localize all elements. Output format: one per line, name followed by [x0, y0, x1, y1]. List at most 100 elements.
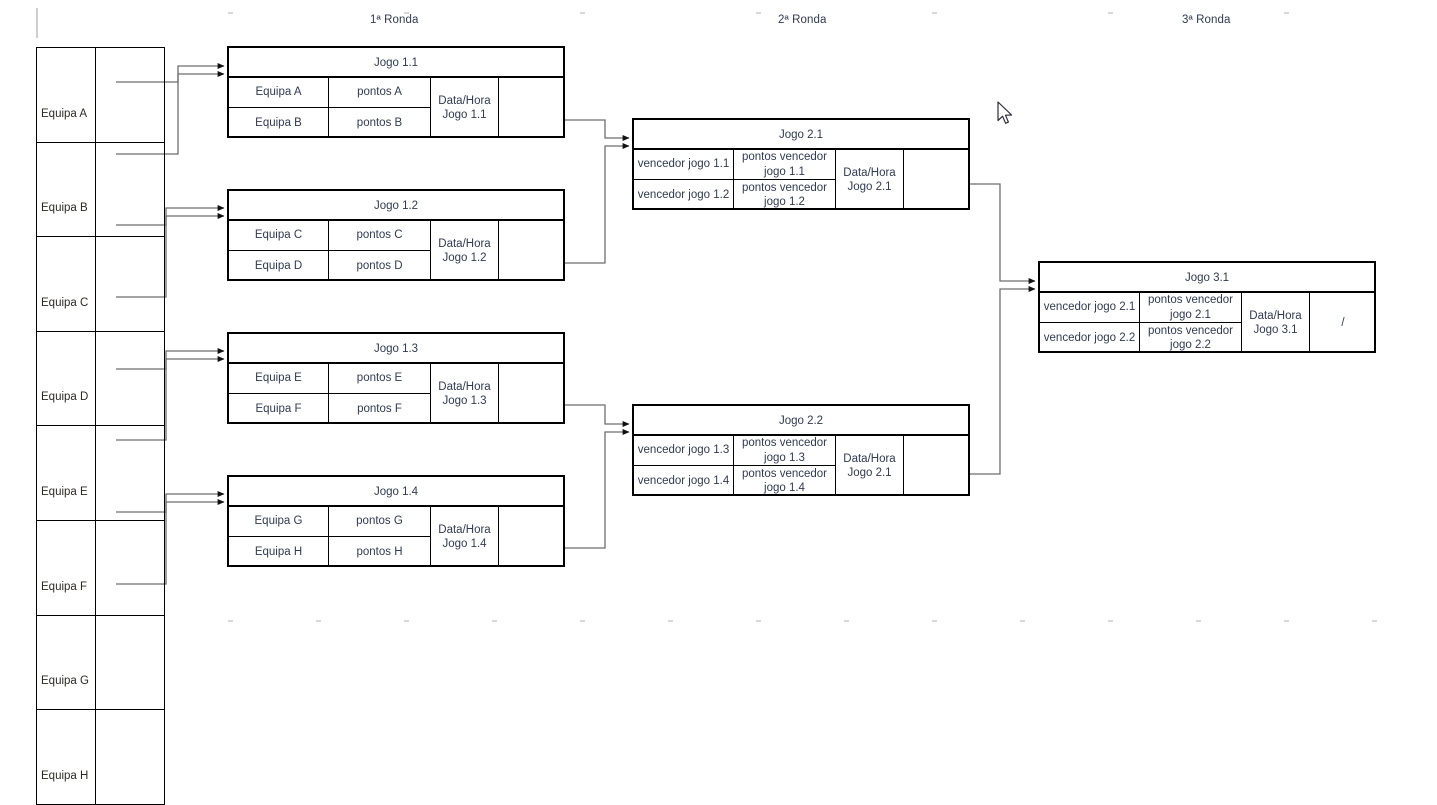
match-competitor-2[interactable]: Equipa B — [229, 108, 329, 138]
match-extra[interactable] — [499, 78, 565, 138]
match-points-1[interactable]: pontos vencedor jogo 1.1 — [734, 150, 836, 180]
match-points-1[interactable]: pontos E — [329, 364, 431, 394]
table-row[interactable]: Equipa D — [36, 330, 165, 427]
connector-jogo-2-2 — [960, 286, 1036, 475]
match-points-2[interactable]: pontos vencedor jogo 2.2 — [1140, 323, 1242, 353]
team-cell-d[interactable]: Equipa D — [36, 330, 96, 427]
match-extra[interactable] — [904, 150, 970, 210]
match-box-jogo-2-2[interactable]: Jogo 2.2 vencedor jogo 1.3 pontos venced… — [632, 404, 970, 496]
team-blank-cell-f[interactable] — [95, 519, 165, 616]
match-datetime[interactable]: Data/Hora Jogo 2.1 — [836, 150, 904, 210]
team-cell-a[interactable]: Equipa A — [36, 47, 96, 143]
table-row[interactable]: Equipa C — [36, 236, 165, 332]
round-label-3: 3ª Ronda — [1182, 14, 1231, 26]
team-cell-c[interactable]: Equipa C — [36, 236, 96, 332]
anchor-mark — [1020, 620, 1025, 622]
anchor-mark — [932, 12, 937, 14]
text-caret-mark — [36, 8, 38, 38]
match-title: Jogo 2.2 — [634, 406, 968, 436]
team-blank-cell-b[interactable] — [95, 141, 165, 238]
match-points-1[interactable]: pontos A — [329, 78, 431, 108]
match-points-1[interactable]: pontos G — [329, 507, 431, 537]
table-row[interactable]: Equipa A — [36, 47, 165, 143]
anchor-mark — [844, 620, 849, 622]
match-box-jogo-3-1[interactable]: Jogo 3.1 vencedor jogo 2.1 pontos venced… — [1038, 261, 1376, 353]
match-points-2[interactable]: pontos vencedor jogo 1.4 — [734, 466, 836, 496]
team-blank-cell-d[interactable] — [95, 330, 165, 427]
team-cell-g[interactable]: Equipa G — [36, 614, 96, 711]
match-competitor-1[interactable]: vencedor jogo 2.1 — [1040, 293, 1140, 323]
match-title: Jogo 1.3 — [229, 334, 563, 364]
anchor-mark — [1108, 12, 1113, 14]
match-box-jogo-2-1[interactable]: Jogo 2.1 vencedor jogo 1.1 pontos venced… — [632, 118, 970, 210]
match-competitor-2[interactable]: Equipa D — [229, 251, 329, 281]
anchor-mark — [228, 620, 233, 622]
team-blank-cell-e[interactable] — [95, 425, 165, 521]
anchor-mark — [1284, 12, 1289, 14]
match-box-jogo-1-3[interactable]: Jogo 1.3 Equipa E pontos E Data/Hora Jog… — [227, 332, 565, 424]
anchor-mark — [1372, 620, 1377, 622]
anchor-mark — [228, 12, 233, 14]
anchor-mark — [932, 620, 937, 622]
match-title: Jogo 3.1 — [1040, 263, 1374, 293]
team-cell-f[interactable]: Equipa F — [36, 519, 96, 616]
match-competitor-2[interactable]: vencedor jogo 2.2 — [1040, 323, 1140, 353]
team-blank-cell-a[interactable] — [95, 47, 165, 143]
match-extra[interactable] — [904, 436, 970, 496]
match-competitor-2[interactable]: vencedor jogo 1.4 — [634, 466, 734, 496]
match-competitor-2[interactable]: Equipa F — [229, 394, 329, 424]
match-competitor-1[interactable]: vencedor jogo 1.1 — [634, 150, 734, 180]
match-competitor-2[interactable]: vencedor jogo 1.2 — [634, 180, 734, 210]
bracket-canvas: 1ª Ronda 2ª Ronda 3ª Ronda — [36, 8, 1377, 805]
match-points-1[interactable]: pontos vencedor jogo 2.1 — [1140, 293, 1242, 323]
match-datetime[interactable]: Data/Hora Jogo 1.4 — [431, 507, 499, 567]
match-points-1[interactable]: pontos vencedor jogo 1.3 — [734, 436, 836, 466]
team-cell-e[interactable]: Equipa E — [36, 425, 96, 521]
anchor-mark — [756, 12, 761, 14]
match-competitor-1[interactable]: Equipa C — [229, 221, 329, 251]
match-datetime[interactable]: Data/Hora Jogo 1.3 — [431, 364, 499, 424]
mouse-pointer-icon — [997, 101, 1013, 124]
anchor-mark — [668, 620, 673, 622]
team-blank-cell-h[interactable] — [95, 709, 165, 805]
match-competitor-1[interactable]: Equipa E — [229, 364, 329, 394]
table-row[interactable]: Equipa E — [36, 425, 165, 521]
match-extra[interactable] — [499, 507, 565, 567]
match-title: Jogo 1.2 — [229, 191, 563, 221]
match-competitor-2[interactable]: Equipa H — [229, 537, 329, 567]
match-points-1[interactable]: pontos C — [329, 221, 431, 251]
team-blank-cell-c[interactable] — [95, 236, 165, 332]
anchor-mark — [580, 620, 585, 622]
match-box-jogo-1-4[interactable]: Jogo 1.4 Equipa G pontos G Data/Hora Jog… — [227, 475, 565, 567]
table-row[interactable]: Equipa G — [36, 614, 165, 711]
team-blank-cell-g[interactable] — [95, 614, 165, 711]
connector-jogo-2-1 — [960, 183, 1036, 284]
match-box-jogo-1-1[interactable]: Jogo 1.1 Equipa A pontos A Data/Hora Jog… — [227, 46, 565, 138]
match-points-2[interactable]: pontos B — [329, 108, 431, 138]
match-box-jogo-1-2[interactable]: Jogo 1.2 Equipa C pontos C Data/Hora Jog… — [227, 189, 565, 281]
match-competitor-1[interactable]: Equipa A — [229, 78, 329, 108]
match-datetime[interactable]: Data/Hora Jogo 1.2 — [431, 221, 499, 281]
match-extra[interactable]: / — [1341, 316, 1345, 329]
match-title: Jogo 1.4 — [229, 477, 563, 507]
match-datetime[interactable]: Data/Hora Jogo 2.1 — [836, 436, 904, 496]
match-points-2[interactable]: pontos D — [329, 251, 431, 281]
teams-seed-table[interactable]: Equipa A Equipa B Equipa C Equipa D Equi… — [36, 47, 165, 805]
match-points-2[interactable]: pontos F — [329, 394, 431, 424]
match-title: Jogo 1.1 — [229, 48, 563, 78]
match-points-2[interactable]: pontos H — [329, 537, 431, 567]
match-competitor-1[interactable]: vencedor jogo 1.3 — [634, 436, 734, 466]
table-row[interactable]: Equipa F — [36, 519, 165, 616]
match-extra[interactable] — [499, 364, 565, 424]
match-points-2[interactable]: pontos vencedor jogo 1.2 — [734, 180, 836, 210]
team-cell-h[interactable]: Equipa H — [36, 709, 96, 805]
match-extra[interactable] — [499, 221, 565, 281]
match-datetime[interactable]: Data/Hora Jogo 1.1 — [431, 78, 499, 138]
match-competitor-1[interactable]: Equipa G — [229, 507, 329, 537]
table-row[interactable]: Equipa H — [36, 709, 165, 805]
round-label-1: 1ª Ronda — [370, 14, 419, 26]
table-row[interactable]: Equipa B — [36, 141, 165, 238]
team-cell-b[interactable]: Equipa B — [36, 141, 96, 238]
match-datetime[interactable]: Data/Hora Jogo 3.1 — [1242, 293, 1310, 353]
round-label-2: 2ª Ronda — [778, 14, 827, 26]
